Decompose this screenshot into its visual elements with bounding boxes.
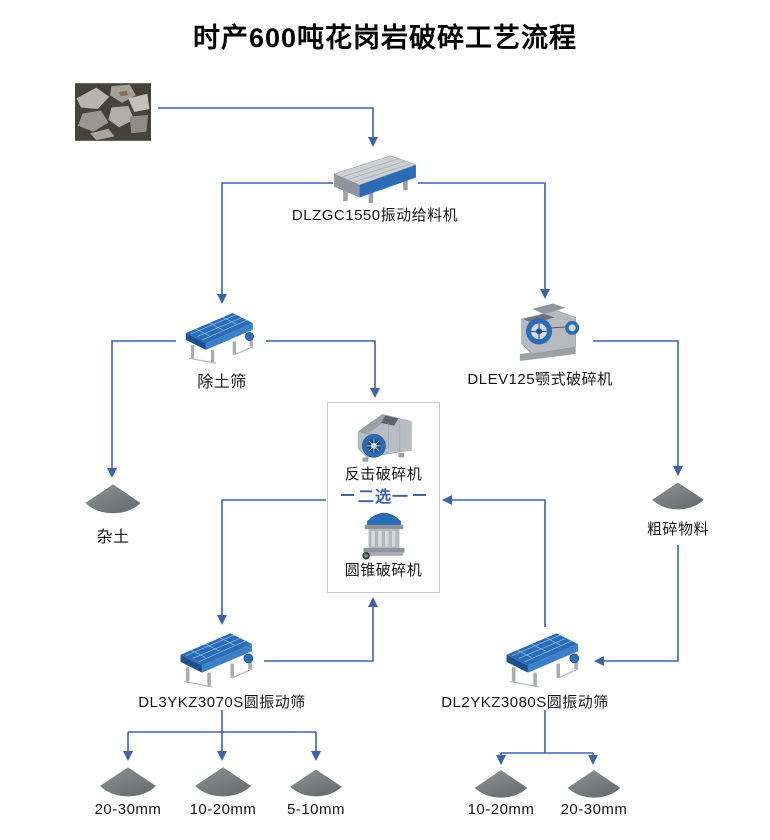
arrow-feeder-to-soil-screen: [217, 182, 333, 304]
jaw-crusher-machine-icon: [502, 300, 590, 368]
arrow-screen-right-to-choice-box: [442, 495, 546, 627]
crusher-choice-box: 反击破碎机 二选一 圆锥破碎机: [327, 402, 440, 593]
choice-dash-right: [413, 493, 426, 496]
page-title: 时产600吨花岗岩破碎工艺流程: [192, 23, 578, 53]
screen-left-label: DL3YKZ3070S圆振动筛: [138, 694, 306, 711]
output-label-left-2: 10-20mm: [189, 801, 257, 818]
arrow-choice-box-to-screen-left: [217, 499, 326, 625]
arrow-coarse-to-screen-right: [594, 545, 679, 666]
cone-crusher-icon: [356, 505, 412, 562]
output-pile-left-2-icon: [192, 766, 254, 800]
arrow-feeder-to-jaw-crusher: [418, 182, 550, 299]
vibrating-screen-right-icon: [498, 628, 590, 694]
impact-crusher-icon: [348, 407, 420, 466]
feeder-machine-icon: [325, 150, 425, 205]
choice-label: 二选一: [340, 484, 426, 506]
coarse-pile-icon: [650, 481, 706, 513]
coarse-pile-label: 粗碎物料: [646, 521, 709, 538]
output-pile-right-2-icon: [565, 769, 623, 801]
arrow-screen-left-to-cone: [264, 597, 378, 662]
output-pile-right-1-icon: [472, 769, 530, 801]
output-label-left-1: 20-30mm: [94, 801, 162, 818]
waste-pile-icon: [83, 483, 143, 517]
output-label-left-3: 5-10mm: [286, 801, 345, 818]
output-pile-left-3-icon: [288, 768, 344, 800]
output-label-right-1: 10-20mm: [467, 801, 535, 818]
choice-text: 二选一: [357, 488, 409, 506]
waste-pile-label: 杂土: [96, 529, 130, 546]
impact-crusher-label: 反击破碎机: [344, 466, 423, 483]
output-pile-left-1-icon: [97, 766, 159, 800]
arrow-raw-to-feeder: [158, 107, 378, 147]
jaw-crusher-label: DLEV125颚式破碎机: [467, 371, 613, 388]
feeder-label: DLZGC1550振动给料机: [291, 207, 459, 224]
output-label-right-2: 20-30mm: [560, 801, 628, 818]
arrow-soil-screen-to-waste: [107, 340, 176, 478]
raw-granite-photo: [75, 83, 151, 141]
soil-screen-machine-icon: [178, 308, 264, 370]
arrow-jaw-to-coarse-pile: [593, 340, 683, 476]
soil-screen-label: 除土筛: [197, 374, 247, 391]
choice-dash-left: [340, 493, 354, 496]
cone-crusher-label: 圆锥破碎机: [344, 562, 423, 579]
vibrating-screen-left-icon: [172, 628, 264, 694]
screen-right-label: DL2YKZ3080S圆振动筛: [441, 694, 609, 711]
